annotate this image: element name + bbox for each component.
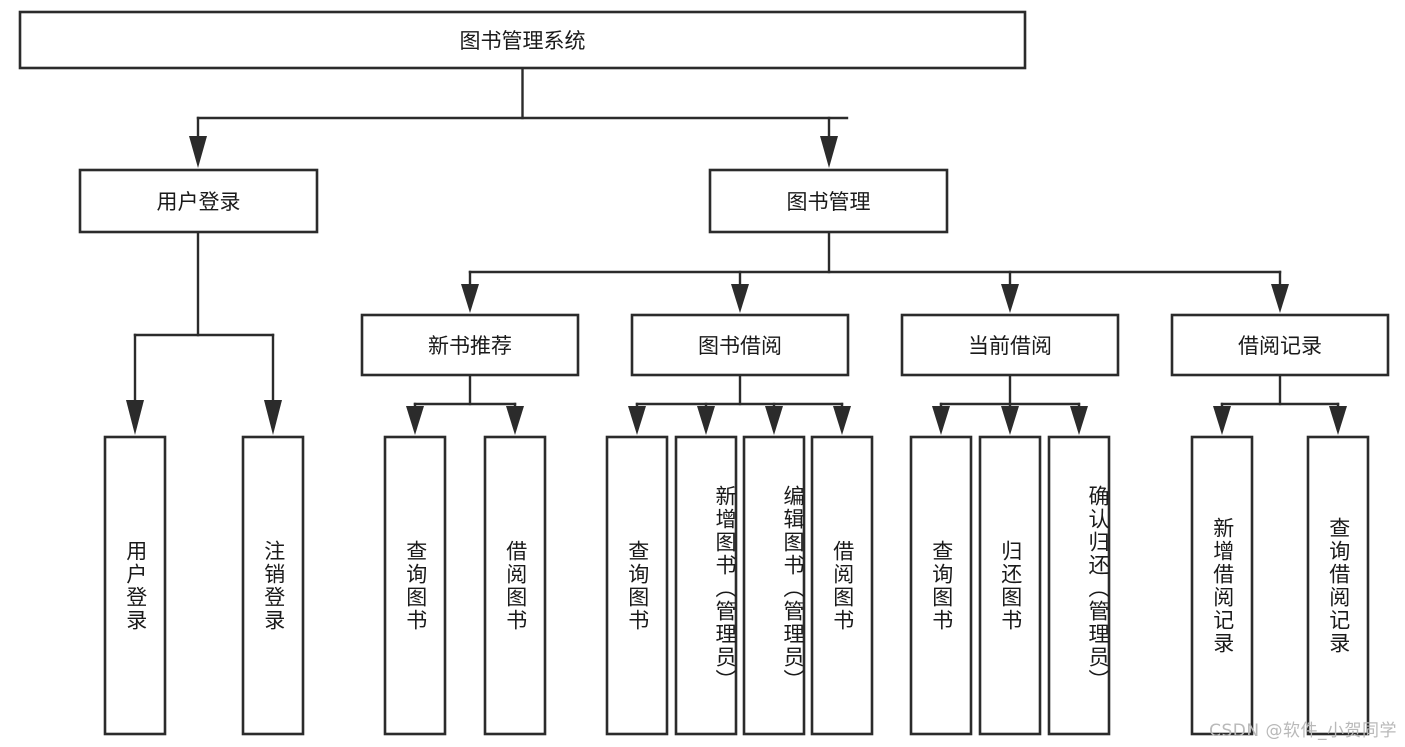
node-box-leaf-query-book-3[interactable] [909, 435, 973, 736]
node-box-current-borrow[interactable] [900, 313, 1120, 377]
arrow-head-leaf-borrow-book-2 [833, 406, 851, 435]
node-box-leaf-borrow-book-1[interactable] [483, 435, 547, 736]
node-box-leaf-query-book-1[interactable] [383, 435, 447, 736]
connector-group-book-borrow [628, 373, 851, 435]
arrow-head-leaf-query-book-3 [932, 406, 950, 435]
arrow-head-leaf-confirm-return-admin [1070, 406, 1088, 435]
arrow-head-leaf-borrow-book-1 [506, 406, 524, 435]
node-box-leaf-add-borrow-record[interactable] [1190, 435, 1254, 736]
node-box-leaf-add-book-admin[interactable] [674, 435, 738, 736]
arrow-head-leaf-query-book-2 [628, 406, 646, 435]
node-box-new-book-recommend[interactable] [360, 313, 580, 377]
arrow-head-leaf-query-borrow-record [1329, 406, 1347, 435]
arrow-head-book-manage [820, 136, 838, 168]
node-box-leaf-logout-login[interactable] [241, 435, 305, 736]
node-box-leaf-return-book[interactable] [978, 435, 1042, 736]
node-label-root: 图书管理系统 [460, 29, 586, 53]
node-box-leaf-edit-book-admin[interactable] [742, 435, 806, 736]
node-label-user-login: 用户登录 [157, 190, 241, 214]
connector-group-borrow-record [1213, 373, 1347, 435]
node-box-leaf-user-login[interactable] [103, 435, 167, 736]
csdn-watermark: CSDN @软件_小贺同学 [1209, 721, 1397, 741]
arrow-head-leaf-logout-login [264, 400, 282, 435]
node-box-borrow-record[interactable] [1170, 313, 1390, 377]
arrow-head-leaf-add-book-admin [697, 406, 715, 435]
connector-group-current-borrow [932, 373, 1088, 435]
node-box-book-manage[interactable] [708, 168, 949, 234]
node-box-leaf-query-borrow-record[interactable] [1306, 435, 1370, 736]
node-box-leaf-confirm-return-admin[interactable] [1047, 435, 1111, 736]
node-box-leaf-borrow-book-2[interactable] [810, 435, 874, 736]
node-box-book-borrow[interactable] [630, 313, 850, 377]
connector-group-book-manage [461, 230, 1289, 313]
arrow-head-leaf-edit-book-admin [765, 406, 783, 435]
arrow-head-user-login [189, 136, 207, 168]
node-box-user-login[interactable] [78, 168, 319, 234]
node-box-leaf-query-book-2[interactable] [605, 435, 669, 736]
arrow-head-borrow-record [1271, 284, 1289, 313]
node-label-book-manage: 图书管理 [787, 190, 871, 214]
arrow-head-book-borrow [731, 284, 749, 313]
arrow-head-leaf-return-book [1001, 406, 1019, 435]
arrow-head-new-book-recommend [461, 284, 479, 313]
connector-group-root [189, 66, 849, 168]
connector-group-user-login [126, 230, 282, 435]
node-label-new-book-recommend: 新书推荐 [428, 334, 512, 358]
arrow-head-leaf-add-borrow-record [1213, 406, 1231, 435]
node-label-borrow-record: 借阅记录 [1238, 334, 1322, 358]
arrow-head-leaf-user-login [126, 400, 144, 435]
arrow-head-current-borrow [1001, 284, 1019, 313]
node-label-book-borrow: 图书借阅 [698, 334, 782, 358]
arrow-head-leaf-query-book-1 [406, 406, 424, 435]
node-box-root[interactable] [18, 10, 1027, 70]
connector-group-new-book-recommend [406, 373, 524, 435]
node-label-current-borrow: 当前借阅 [968, 334, 1052, 358]
